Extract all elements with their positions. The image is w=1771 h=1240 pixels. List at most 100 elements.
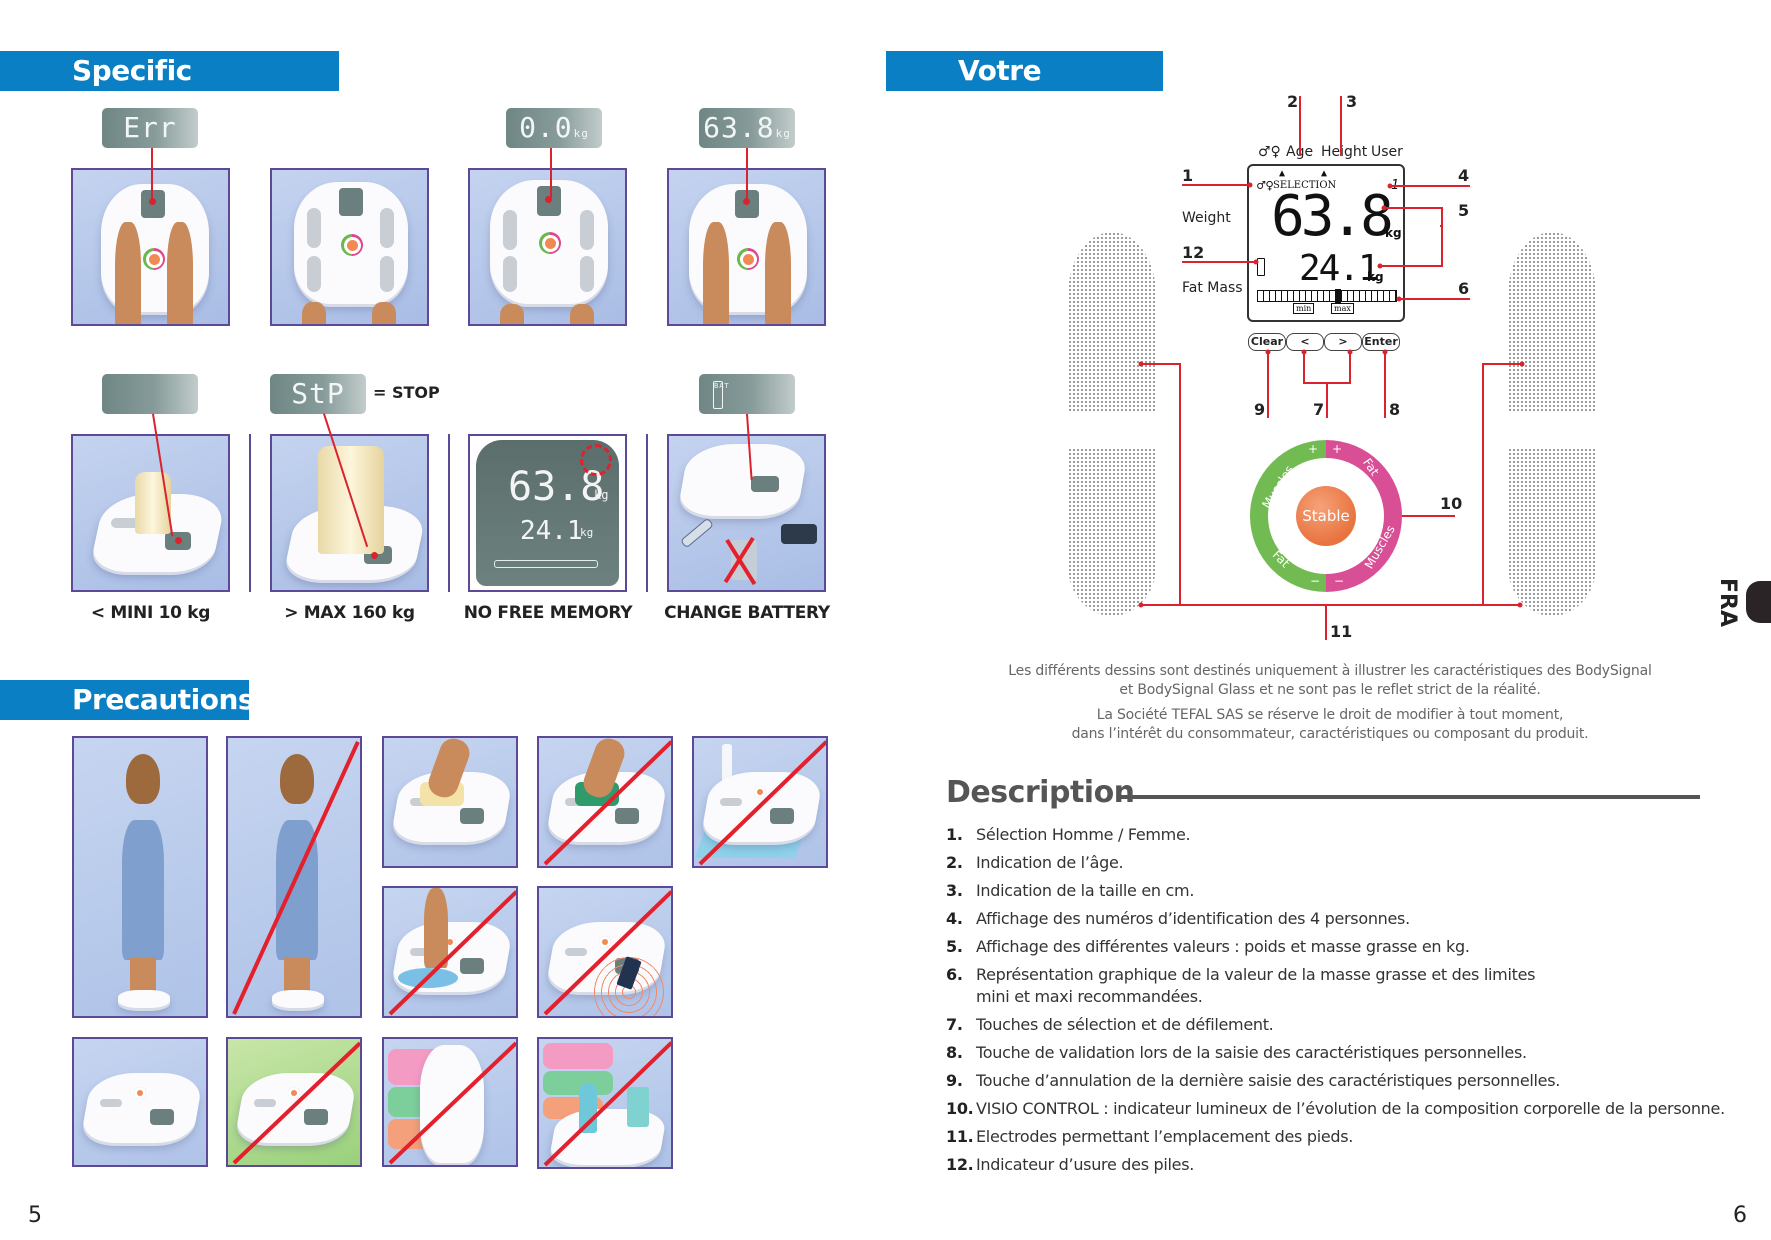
lcd-chip-weight: 63.8kg [699, 108, 795, 148]
precaution-panel-hard-floor [72, 1037, 208, 1167]
bar-min-label: min [1293, 303, 1315, 314]
panel-err-feet-on-scale [71, 168, 230, 326]
description-item: 12.Indicateur d’usure des piles. [946, 1154, 1726, 1176]
description-item-number: 1. [946, 825, 963, 844]
panel-step-off-scale [270, 168, 429, 326]
foot-icon [115, 222, 141, 324]
precaution-panel-storage-vertical-with-items [382, 1037, 518, 1167]
electrode-front-right [1508, 232, 1596, 412]
electrode-back-right [1508, 448, 1596, 616]
callout-1: 1 [1182, 166, 1194, 185]
person-head-icon [280, 754, 314, 804]
lcd-battery-icon [1257, 258, 1265, 276]
precaution-panel-rinse-under-tap [692, 736, 828, 868]
caption-no-free-memory: NO FREE MEMORY [463, 603, 633, 623]
language-tab-label: FRA [1715, 578, 1740, 627]
person-head-icon [126, 754, 160, 804]
precaution-panel-wet-feet [382, 886, 518, 1018]
next-button[interactable]: > [1324, 333, 1362, 351]
flashing-indicator-icon [580, 444, 612, 476]
precaution-panel-wipe-with-cloth [382, 736, 518, 868]
bar-max-label: max [1331, 303, 1354, 314]
description-item-number: 8. [946, 1043, 963, 1062]
precaution-panel-scrub-with-sponge [537, 736, 673, 868]
visio-control-ring: Stable Muscles + + Fat Muscles − − Fat [1250, 440, 1402, 592]
caption-change-battery: CHANGE BATTERY [664, 603, 830, 623]
votre-appareil-banner: Votre appareil [886, 51, 1163, 127]
precaution-panel-on-carpet [226, 1037, 362, 1167]
callout-4: 4 [1458, 166, 1470, 185]
callout-12: 12 [1182, 243, 1205, 262]
callout-9: 9 [1254, 400, 1266, 419]
lcd-chip-blank [102, 374, 198, 414]
description-item-number: 7. [946, 1015, 963, 1034]
description-item: 3. Indication de la taille en cm. [946, 880, 1726, 902]
stable-indicator: Stable [1296, 486, 1356, 546]
panel-zero-empty-scale [468, 168, 627, 326]
description-item-text: Indication de la taille en cm. [976, 881, 1195, 900]
clear-button[interactable]: Clear [1248, 333, 1286, 351]
callout-2: 2 [1287, 92, 1299, 111]
description-item-text: Affichage des numéros d’identification d… [976, 909, 1410, 928]
description-item-number: 6. [946, 965, 963, 984]
enter-button[interactable]: Enter [1362, 333, 1400, 351]
caption-mini-10kg: < MINI 10 kg [90, 603, 211, 623]
lcd-chip-battery: BAT [699, 374, 795, 414]
votre-appareil-title: Votre appareil [958, 54, 1084, 127]
description-item-text: Touche de validation lors de la saisie d… [976, 1043, 1527, 1062]
description-item: 6.Représentation graphique de la valeur … [946, 964, 1726, 1008]
gender-select-icon: ♂♀ [1257, 178, 1274, 194]
callout-10: 10 [1440, 494, 1463, 513]
caption-max-160kg: > MAX 160 kg [284, 603, 415, 623]
disclaimer-text: Les différents dessins sont destinés uni… [1008, 663, 1652, 742]
lcd-chip-stop: StP [270, 374, 366, 414]
description-item-number: 5. [946, 937, 963, 956]
description-item: 9. Touche d’annulation de la dernière sai… [946, 1070, 1726, 1092]
lcd-weight: 63.8 [1271, 184, 1394, 249]
label-fat-mass: Fat Mass [1182, 280, 1243, 296]
panel-max-weight [270, 434, 429, 592]
specific-messages-banner: Specific messages [0, 51, 339, 127]
panel-change-battery [667, 434, 826, 592]
battery-icon: BAT [713, 381, 729, 409]
callout-8: 8 [1389, 400, 1401, 419]
description-item-number: 10. [946, 1099, 974, 1118]
precaution-panel-objects-on-scale [537, 1037, 673, 1169]
description-item-text: Touche d’annulation de la dernière saisi… [976, 1071, 1561, 1090]
lcd-chip-err: Err [102, 108, 198, 148]
callout-3: 3 [1346, 92, 1358, 111]
label-weight: Weight [1182, 210, 1231, 226]
gender-icon: ♂♀ [1258, 144, 1281, 160]
description-item-text: Indication de l’âge. [976, 853, 1124, 872]
description-item: 4. Affichage des numéros d’identification… [946, 908, 1726, 930]
description-item-text: Touches de sélection et de défilement. [976, 1015, 1274, 1034]
description-item: 8. Touche de validation lors de la saisie… [946, 1042, 1726, 1064]
lcd-fat-unit: kg [1367, 270, 1384, 284]
fat-range-current [1335, 289, 1341, 303]
description-item-text: VISIO CONTROL : indicateur lumineux de l… [976, 1099, 1725, 1118]
description-item: 5.Affichage des différentes valeurs : po… [946, 936, 1726, 958]
description-item: 10.VISIO CONTROL : indicateur lumineux d… [946, 1098, 1726, 1120]
page-number-right: 6 [1733, 1203, 1747, 1228]
age-arrow-icon: ▲ [1279, 168, 1286, 179]
lcd-selection: SELECTION [1273, 180, 1337, 191]
description-title: Description [946, 775, 1135, 810]
description-rule [1118, 795, 1700, 799]
page-number-left: 5 [28, 1203, 42, 1228]
description-item: 7. Touches de sélection et de défilement. [946, 1014, 1726, 1036]
description-item-number: 4. [946, 909, 963, 928]
language-tab[interactable] [1746, 581, 1771, 623]
lcd-fat: 24.1 [1299, 248, 1380, 289]
description-item-number: 9. [946, 1071, 963, 1090]
lcd-display: ♂♀ ▲ ▲ SELECTION 1 63.8 kg 24.1 kg min m… [1247, 164, 1405, 322]
electrode-back-left [1068, 448, 1156, 616]
precautions-title: Precautions [72, 683, 255, 716]
lcd-weight-unit: kg [1385, 226, 1402, 240]
description-item-number: 3. [946, 881, 963, 900]
tap-icon [722, 744, 732, 804]
description-list: 1.Sélection Homme / Femme.2.Indication d… [946, 824, 1726, 1182]
previous-button[interactable]: < [1286, 333, 1324, 351]
precautions-banner: Precautions [0, 680, 255, 720]
description-item-text: Electrodes permettant l’emplacement des … [976, 1127, 1354, 1146]
description-item-number: 2. [946, 853, 963, 872]
